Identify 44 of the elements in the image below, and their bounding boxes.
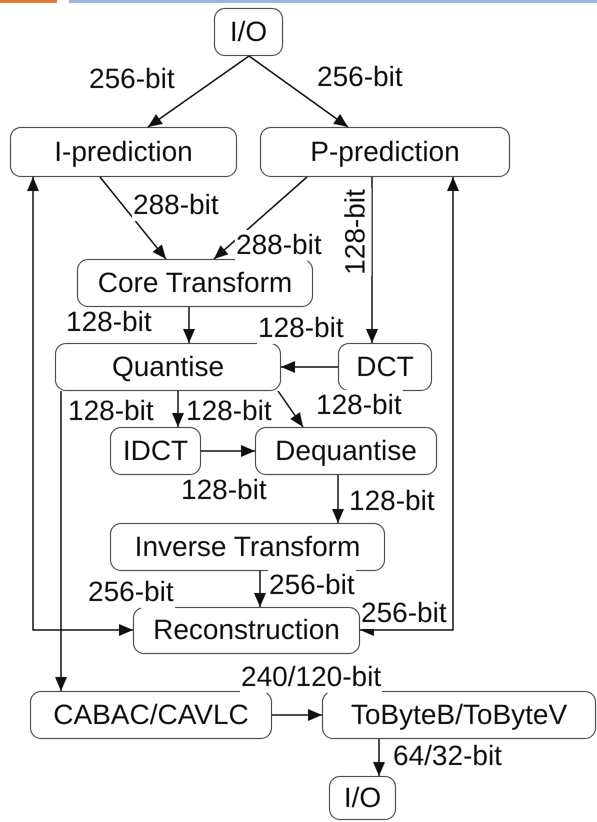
process-box — [255, 427, 437, 475]
arrow — [277, 390, 304, 428]
arrow — [201, 445, 255, 457]
arrow — [99, 176, 167, 260]
process-box — [329, 776, 396, 820]
process-box — [260, 127, 510, 177]
arrow — [248, 55, 348, 128]
arrow — [366, 177, 378, 343]
process-box — [110, 523, 385, 571]
process-box — [10, 127, 237, 177]
process-box — [338, 343, 432, 391]
edge-label: 288-bit — [235, 230, 323, 261]
process-box — [77, 259, 313, 307]
arrow — [214, 176, 308, 260]
node-label: I/O — [344, 782, 382, 814]
arrow — [148, 55, 250, 128]
node-label: Dequantise — [275, 436, 417, 466]
arrow — [27, 177, 133, 636]
node-label: I/O — [230, 16, 268, 48]
arrow — [172, 391, 184, 427]
arrow — [281, 361, 338, 373]
arrow — [360, 177, 459, 636]
process-box — [110, 427, 201, 475]
arrow — [55, 391, 67, 691]
node-label: P-prediction — [310, 136, 460, 168]
node-label: IDCT — [122, 436, 188, 466]
process-box — [322, 691, 596, 739]
node-label: ToByteB/ToByteV — [350, 700, 568, 730]
arrow — [254, 571, 266, 607]
node-label: CABAC/CAVLC — [53, 700, 249, 730]
arrow — [373, 739, 385, 776]
process-box — [30, 691, 272, 739]
arrow — [272, 709, 322, 721]
node-label: DCT — [356, 352, 414, 382]
process-box — [133, 607, 360, 654]
process-box — [55, 343, 281, 391]
node-label: Quantise — [112, 352, 224, 382]
node-label: Inverse Transform — [134, 532, 360, 562]
arrow — [183, 307, 195, 343]
arrow — [332, 475, 344, 523]
node-label: Reconstruction — [153, 615, 340, 646]
node-label: Core Transform — [98, 268, 292, 298]
node-label: I-prediction — [54, 136, 193, 168]
process-box — [214, 8, 283, 56]
